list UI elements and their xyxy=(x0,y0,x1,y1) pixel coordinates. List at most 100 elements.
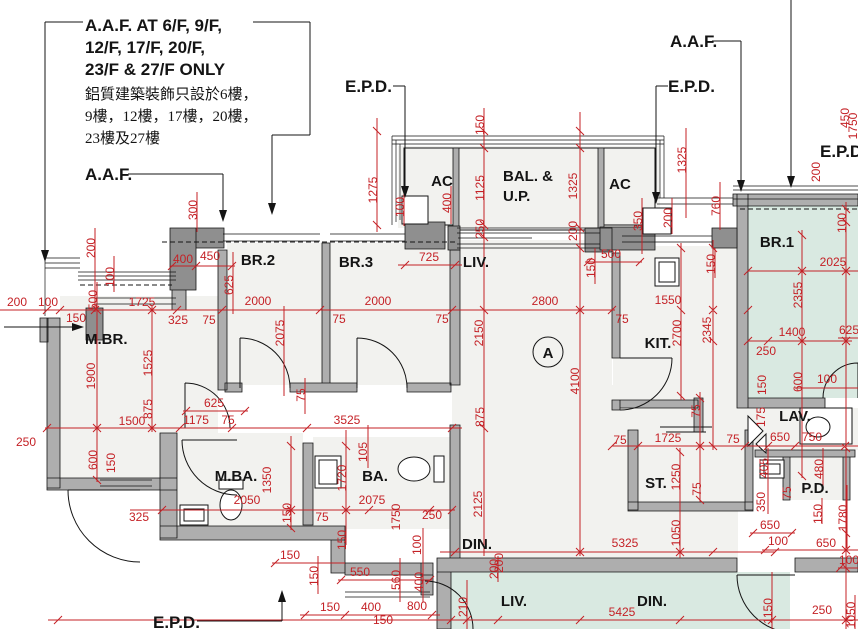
dim-label: 150 xyxy=(307,566,321,586)
dim-label: 2025 xyxy=(820,255,847,269)
dim-label: 1350 xyxy=(260,466,274,493)
dim-label: 500 xyxy=(601,247,621,261)
dim-label: 400 xyxy=(173,252,193,266)
unit-marker-letter: A xyxy=(543,345,554,362)
dim-label: 200 xyxy=(492,553,506,573)
dim-label: 100 xyxy=(835,213,849,233)
structural-columns xyxy=(85,221,738,341)
dim-label: 2800 xyxy=(532,294,559,308)
dim-label: 3525 xyxy=(334,413,361,427)
dimension-labels: 200 100 1725 150 500 325 75 2000 75 2000… xyxy=(7,108,858,629)
room-label-kit: KIT. xyxy=(645,335,672,352)
room-label-br2: BR.2 xyxy=(241,252,275,269)
dim-label: 1550 xyxy=(655,293,682,307)
dim-label: 200 xyxy=(566,221,580,241)
dim-label: 1900 xyxy=(84,362,98,389)
dim-label: 75 xyxy=(294,388,308,402)
room-label-st: ST. xyxy=(645,475,667,492)
dim-label: 150 xyxy=(335,530,349,550)
aaf-note-line3: 23/F & 27/F ONLY xyxy=(85,60,226,79)
dim-label: 5325 xyxy=(612,536,639,550)
dim-label: 150 xyxy=(320,600,340,614)
walls xyxy=(39,147,858,629)
windows-and-fins xyxy=(44,135,858,598)
dim-label: 2355 xyxy=(791,281,805,308)
room-label-din: DIN. xyxy=(462,536,492,553)
room-label-din2: DIN. xyxy=(637,593,667,610)
aaf-note-line5: 9樓，12樓，17樓，20樓， xyxy=(85,108,258,125)
dim-label: 550 xyxy=(350,565,370,579)
dim-label: 2000 xyxy=(365,294,392,308)
aaf-note-line4: 鋁質建築裝飾只設於6樓， xyxy=(85,85,258,103)
dim-label: 150 xyxy=(280,548,300,562)
dim-label: 100 xyxy=(839,553,858,567)
dim-label: 650 xyxy=(770,430,790,444)
epd-label-top: E.P.D. xyxy=(345,77,392,96)
lav-basin xyxy=(805,416,831,438)
mba-toilet-tank xyxy=(218,479,244,490)
room-label-liv2: LIV. xyxy=(501,593,527,610)
dim-label: 2150 xyxy=(472,319,486,346)
dim-label: 1780 xyxy=(836,504,850,531)
dim-label: 1325 xyxy=(675,146,689,173)
dim-label: 1720 xyxy=(335,464,349,491)
dim-label: 100 xyxy=(768,534,788,548)
dim-label: 100 xyxy=(817,372,837,386)
dim-label: 2050 xyxy=(234,493,261,507)
dim-label: 325 xyxy=(168,313,188,327)
ba-toilet xyxy=(397,456,431,482)
epd-label-right: E.P.D. xyxy=(668,77,715,96)
dim-label: 200 xyxy=(84,238,98,258)
dim-label: 500 xyxy=(86,290,100,310)
room-label-ac-left: AC xyxy=(431,173,453,190)
dimension-lines xyxy=(0,108,858,629)
dim-label: 300 xyxy=(186,200,200,220)
room-label-lav: LAV. xyxy=(779,408,811,425)
dim-label: 725 xyxy=(419,250,439,264)
small-sink-bowl xyxy=(763,463,781,475)
adjacent-unit-floor xyxy=(451,206,858,629)
dim-label: 2000 xyxy=(245,294,272,308)
dim-label: 625 xyxy=(839,323,858,337)
leader-lines xyxy=(4,0,792,622)
dim-label: 75 xyxy=(689,404,703,418)
dim-label: 150 xyxy=(280,503,294,523)
dim-label: 150 xyxy=(473,115,487,135)
dim-label: 1175 xyxy=(183,413,209,427)
storage-shelves xyxy=(660,426,712,433)
dim-label: 1150 xyxy=(761,598,775,624)
room-label-liv: LIV. xyxy=(463,254,489,271)
dim-label: 2075 xyxy=(359,493,386,507)
door-swings xyxy=(67,337,858,629)
dim-label: 75 xyxy=(780,486,794,500)
dim-label: 75 xyxy=(615,312,629,326)
mba-toilet xyxy=(219,489,243,521)
dim-label: 750 xyxy=(802,430,822,444)
lav-door-leaf xyxy=(747,414,764,448)
dim-label: 150 xyxy=(104,453,118,473)
dim-label: 1250 xyxy=(669,463,683,490)
dim-label: 400 xyxy=(361,600,381,614)
epd-label-bottom: E.P.D. xyxy=(153,613,200,629)
dim-label: 350 xyxy=(754,492,768,512)
room-label-br1: BR.1 xyxy=(760,234,794,251)
dim-label: 650 xyxy=(816,536,836,550)
epd-label-far-right: E.P.D. xyxy=(820,142,858,161)
aaf-note-line2: 12/F, 17/F, 20/F, xyxy=(85,38,205,57)
dim-label: 75 xyxy=(690,482,704,496)
dim-label: 75 xyxy=(613,433,627,447)
dim-label: 150 xyxy=(811,504,825,524)
dim-label: 325 xyxy=(129,510,149,524)
dim-label: 150 xyxy=(584,258,598,278)
room-label-ba: BA. xyxy=(362,468,388,485)
dim-label: 1050 xyxy=(844,601,858,628)
room-label-mba: M.BA. xyxy=(215,468,258,485)
aaf-note-line1: A.A.F. AT 6/F, 9/F, xyxy=(85,16,222,35)
room-label-ac-right: AC xyxy=(609,176,631,193)
dim-label: 625 xyxy=(204,396,224,410)
dim-label: 800 xyxy=(407,599,427,613)
dim-label: 250 xyxy=(812,603,832,617)
room-label-mbr: M.BR. xyxy=(85,331,128,348)
dim-label: 100 xyxy=(393,197,407,217)
